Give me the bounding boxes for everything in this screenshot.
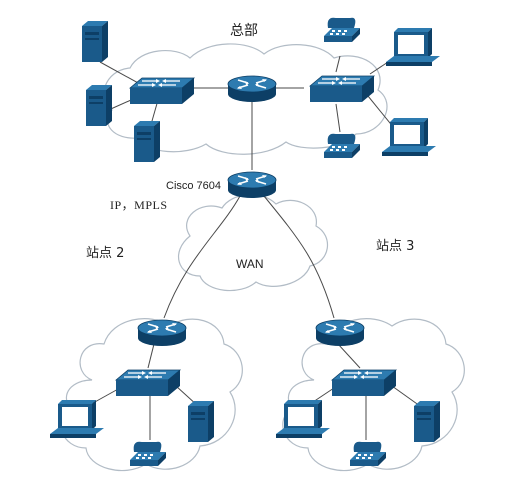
wan-label: WAN [236,257,264,271]
core-router-label: Cisco 7604 [166,180,222,192]
hq-workstation-2 [382,118,436,156]
protocols-label: IP，MPLS [110,198,168,212]
site3-workstation [276,400,330,438]
hq-server-2 [86,85,112,126]
site2-switch [115,369,181,397]
site3-server [414,401,440,442]
hq-server-1 [82,21,108,62]
core-router [227,171,277,199]
hq-router [227,75,277,103]
site2-workstation [50,400,104,438]
hq-server-3 [134,121,160,162]
site3-switch [331,369,397,397]
site2-label: 站点 2 [86,246,125,261]
site2-router [137,319,187,347]
site2-server [188,401,214,442]
hq-switch-right [309,75,375,103]
wan-cloud [178,194,329,292]
hq-phone-1 [324,17,360,42]
site3-router [315,319,365,347]
hq-workstation-1 [386,28,440,66]
headquarters-label: 总部 [230,23,258,39]
hq-switch-left [129,77,195,105]
site3-label: 站点 3 [376,239,415,254]
